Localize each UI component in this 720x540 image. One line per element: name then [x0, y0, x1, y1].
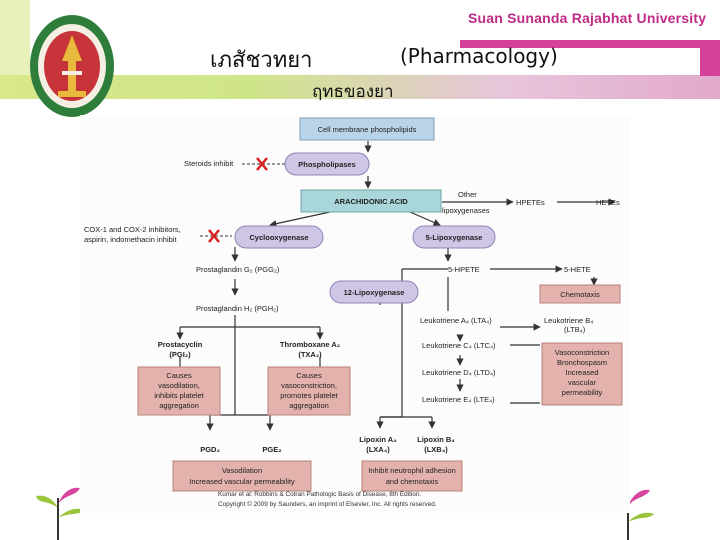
page-subtitle: ฤทธของยา [312, 82, 394, 102]
pgi2-box-line3: inhibits platelet [154, 391, 205, 400]
page-title-english: (Pharmacology) [400, 44, 558, 68]
pgi2-box-line4: aggregation [159, 401, 199, 410]
prostacyclin-label-line2: (PGI₂) [169, 350, 191, 359]
citation-line1: Kumar et al: Robbins & Cotran Pathologic… [218, 491, 421, 498]
thromboxane-label-line2: (TXA₂) [298, 350, 322, 359]
neutrophil-box-line1: Inhibit neutrophil adhesion [368, 466, 456, 475]
vaso-box-line1: Vasoconstriction [555, 348, 609, 357]
pgh2-label: Prostaglandin H₂ (PGH₂) [196, 304, 279, 313]
vasodilation-box-line1: Vasodilation [222, 466, 262, 475]
pge2-label: PGE₂ [262, 445, 281, 454]
pgi2-box-line2: vasodilation, [158, 381, 200, 390]
vaso-box-line2: Bronchospasm [557, 358, 607, 367]
header-band [0, 0, 720, 75]
pgd2-pge2-effects-box [172, 460, 312, 492]
phospholipases-label: Phospholipases [298, 160, 356, 169]
header-pink-stripe [460, 40, 720, 48]
txa2-box-line2: vasoconstriction, [281, 381, 337, 390]
inhibition-marks [200, 157, 285, 243]
hpetes-label: HPETEs [516, 198, 545, 207]
thromboxane-label-line1: Thromboxane A₂ [280, 340, 340, 349]
lxa4-label-line2: (LXA₄) [366, 445, 390, 454]
cox-inhibitors-label-line2: aspirin, indomethacin inhibit [84, 235, 177, 244]
5-lipoxygenase-label: 5-Lipoxygenase [426, 233, 483, 242]
pgg2-label: Prostaglandin G₂ (PGG₂) [196, 265, 280, 274]
cysteinyl-leukotriene-effects-box [541, 342, 623, 406]
university-name: Suan Sunanda Rajabhat University [468, 10, 707, 26]
ltd4-label: Leukotriene D₄ (LTD₄) [422, 368, 496, 377]
5-hpete-label: 5-HPETE [448, 265, 480, 274]
other-label: Other [458, 190, 477, 199]
lta4-label: Leukotriene A₄ (LTA₄) [420, 316, 492, 325]
phospholipases-box [284, 152, 370, 176]
lipoxin-effects-box [361, 460, 463, 492]
header-pink-corner [700, 48, 720, 76]
citation-line2: Copyright © 2009 by Saunders, an imprint… [218, 500, 437, 508]
ltb4-label-line1: Leukotriene B₄ [544, 316, 593, 325]
lte4-label: Leukotriene E₄ (LTE₄) [422, 395, 495, 404]
txa2-box-line3: promotes platelet [280, 391, 338, 400]
arachidonic-acid-pathway-diagram: Cell membrane phospholipids Steroids inh… [80, 115, 630, 513]
cell-membrane-label: Cell membrane phospholipids [318, 125, 417, 134]
hetes-label: HETEs [596, 198, 620, 207]
cell-membrane-box [299, 117, 435, 141]
txa2-effects-box [267, 366, 351, 416]
cyclooxygenase-box [234, 225, 324, 249]
prostacyclin-label-line1: Prostacyclin [158, 340, 203, 349]
5-lipoxygenase-box [412, 225, 496, 249]
ltc4-label: Leukotriene C₄ (LTC₄) [422, 341, 496, 350]
lxb4-label-line1: Lipoxin B₄ [417, 435, 455, 444]
ltb4-label-line2: (LTB₄) [564, 325, 586, 334]
vasodilation-box-line2: Increased vascular permeability [189, 477, 295, 486]
lipoxygenases-label: lipoxygenases [442, 206, 490, 215]
txa2-box-line1: Causes [296, 371, 322, 380]
title-underline-bar [0, 75, 720, 99]
txa2-box-line4: aggregation [289, 401, 329, 410]
5-hete-label: 5-HETE [564, 265, 591, 274]
arachidonic-acid-box [300, 189, 442, 213]
pgd2-label: PGD₂ [200, 445, 220, 454]
pgi2-effects-box [137, 366, 221, 416]
arachidonic-acid-label: ARACHIDONIC ACID [334, 197, 408, 206]
pgi2-box-line1: Causes [166, 371, 192, 380]
cox-inhibitors-label-line1: COX-1 and COX-2 inhibitors, [84, 225, 181, 234]
vaso-box-line3: Increased [566, 368, 599, 377]
chemotaxis-label: Chemotaxis [560, 290, 600, 299]
university-seal-logo [30, 15, 114, 117]
steroids-inhibit-label: Steroids inhibit [184, 159, 234, 168]
lxa4-label-line1: Lipoxin A₄ [359, 435, 397, 444]
lxb4-label-line2: (LXB₄) [424, 445, 448, 454]
vaso-box-line5: permeability [562, 388, 603, 397]
cyclooxygenase-label: Cyclooxygenase [249, 233, 308, 242]
vaso-box-line4: vascular [568, 378, 596, 387]
12-lipoxygenase-box [329, 280, 419, 304]
12-lipoxygenase-label: 12-Lipoxygenase [344, 288, 405, 297]
neutrophil-box-line2: and chemotaxis [386, 477, 439, 486]
plant-decoration-left-icon [36, 487, 84, 540]
chemotaxis-box [539, 284, 621, 304]
page-title-thai: เภสัชวทยา [210, 48, 313, 73]
